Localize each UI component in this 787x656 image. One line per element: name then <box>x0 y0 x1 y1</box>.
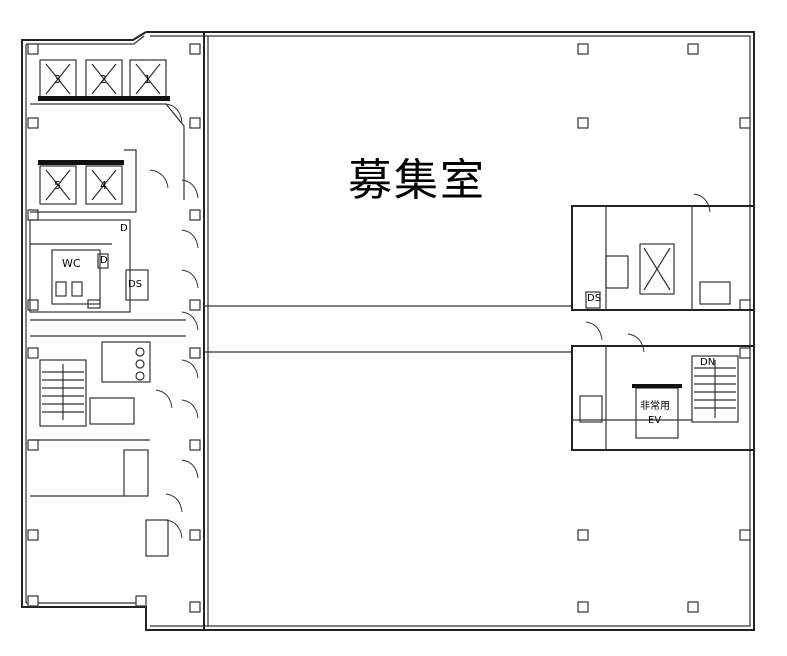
elevator-5-label: 5 <box>54 179 61 192</box>
service-elevator-ev-label: EV <box>648 415 662 426</box>
d-label-2: D <box>120 223 128 234</box>
elevator-1-label: 1 <box>144 73 151 86</box>
elevator-4-label: 4 <box>100 179 107 192</box>
ds-label: DS <box>128 279 143 290</box>
corridor-walls <box>203 32 572 630</box>
elevator-2-label: 2 <box>100 73 107 86</box>
door-swings <box>149 103 711 539</box>
left-lower-rooms <box>30 449 169 557</box>
dn-label: DN <box>700 357 716 368</box>
elevator-3-label: 3 <box>54 73 61 86</box>
wc-label: WC <box>62 257 81 270</box>
elevator-bank-bottom <box>30 149 137 213</box>
vacant-room-label: 募集室 <box>348 155 486 206</box>
d-label-1: D <box>100 255 108 266</box>
wc-block-left <box>29 219 149 313</box>
stair-left <box>30 319 186 441</box>
ds-right-label: DS <box>587 293 602 304</box>
elevator-bank-top <box>30 59 185 200</box>
outer-walls <box>21 31 755 631</box>
service-elevator-label: 非常用 <box>640 401 670 412</box>
columns <box>27 43 751 613</box>
right-core <box>571 205 755 451</box>
